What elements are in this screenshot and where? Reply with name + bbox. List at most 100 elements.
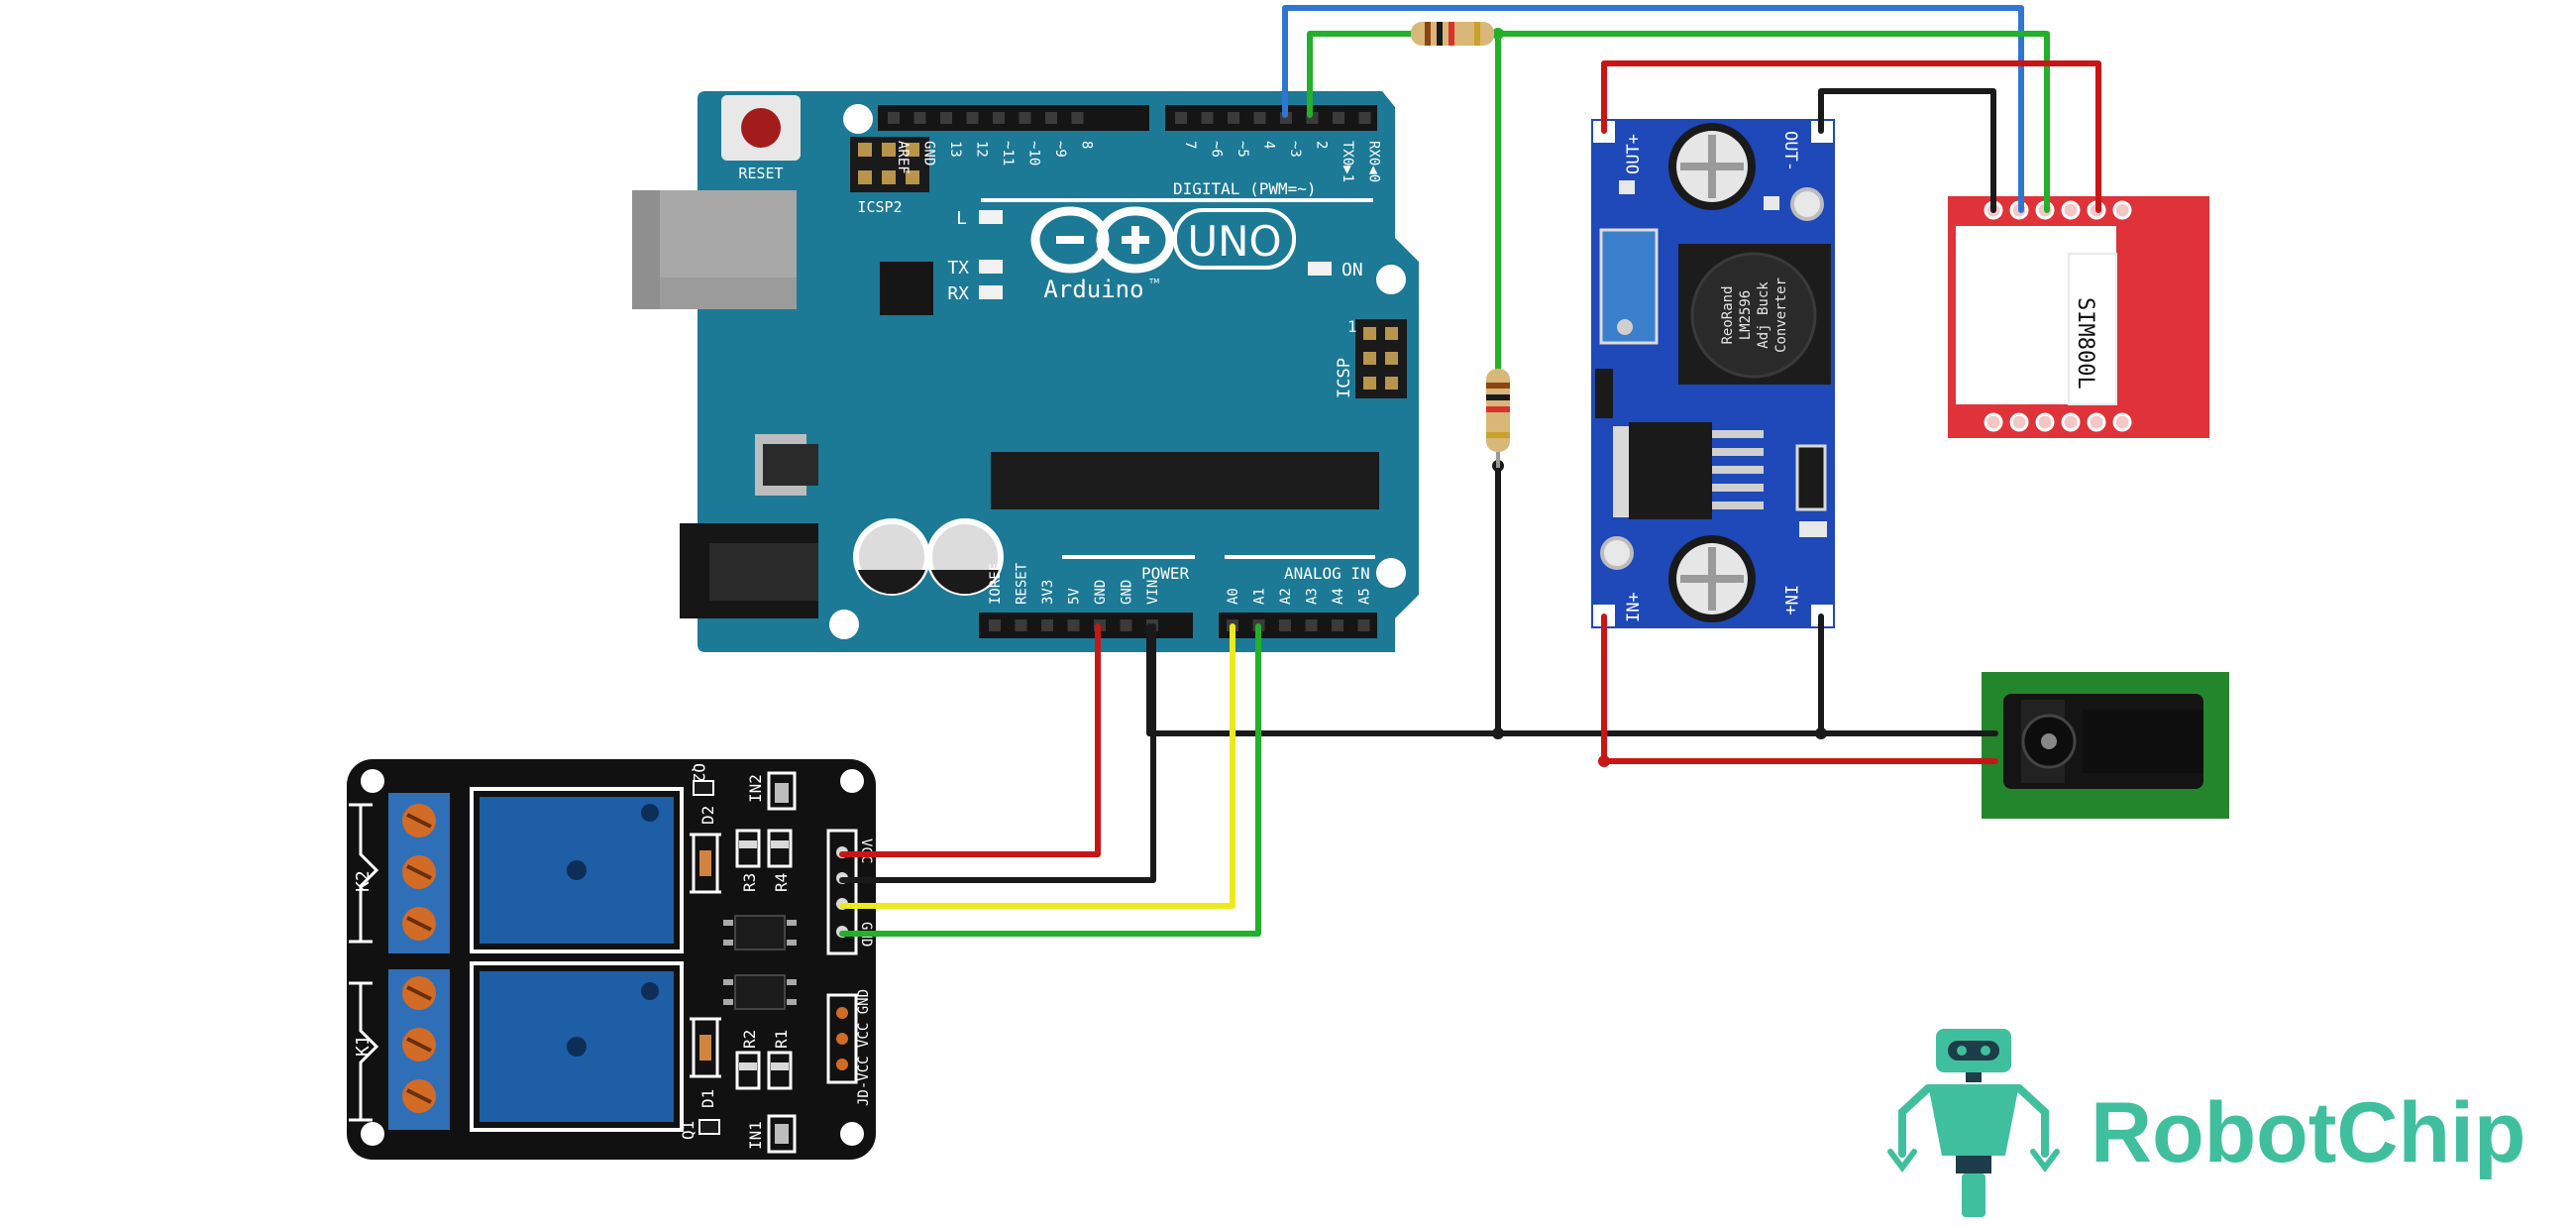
header-pin[interactable]	[966, 112, 979, 124]
svg-text:Converter: Converter	[1773, 278, 1789, 353]
sim800l-pin[interactable]	[2112, 412, 2132, 432]
resistor-vertical	[1486, 369, 1510, 452]
header-pin[interactable]	[1279, 619, 1291, 631]
header-pin[interactable]	[1045, 112, 1057, 124]
sim800l-pin[interactable]	[2112, 200, 2132, 220]
pin-label: A1	[1252, 588, 1268, 605]
wire-blue[interactable]	[1282, 5, 2024, 213]
wire-red-buck-in[interactable]	[1601, 614, 1998, 764]
optocoupler-1	[723, 915, 797, 950]
relay-mount-hole	[361, 1122, 384, 1146]
junction-dot	[1815, 727, 1827, 739]
header-pin[interactable]	[1175, 112, 1187, 124]
header-pin[interactable]	[940, 112, 952, 124]
inductor-coil	[1690, 252, 1817, 379]
screw-terminal-k2	[388, 793, 450, 953]
relay-d2-label: D2	[698, 806, 717, 825]
diode	[1795, 444, 1827, 511]
header-pin[interactable]	[989, 619, 1001, 631]
sim800l-pin[interactable]	[2061, 200, 2081, 220]
wire-red-relay-vcc[interactable]	[839, 623, 1101, 857]
header-pin[interactable]	[1357, 619, 1370, 631]
led-tx	[979, 260, 1003, 274]
led-rx-label: RX	[947, 283, 969, 304]
pin-label: GND	[1093, 580, 1109, 605]
inductor-label: ReoRand LM2596 Adj Buck Converter	[1720, 278, 1789, 353]
diode-d2	[699, 850, 711, 876]
arduino-pcb	[698, 91, 1419, 652]
wire-green-d2[interactable]	[1307, 31, 1414, 118]
relay-vcc-label: VCC	[858, 838, 874, 863]
resistor-r3	[735, 829, 761, 868]
relay-mount-hole	[840, 769, 864, 793]
pin-label: 2	[1314, 141, 1330, 149]
header-pin[interactable]	[888, 112, 900, 124]
buck-mount-hole	[1600, 536, 1634, 570]
header-pin[interactable]	[1067, 619, 1080, 631]
header-pin[interactable]	[1305, 619, 1318, 631]
lm2596-body	[1629, 422, 1712, 519]
header-pin[interactable]	[993, 112, 1005, 124]
pin-label: 13	[947, 141, 963, 158]
relay-module: K2 K1 D2 D1 Q2 Q1 IN2 IN1	[347, 759, 876, 1160]
relay-k2-dot	[641, 804, 659, 822]
junction-dot	[1492, 28, 1504, 40]
header-pin[interactable]	[1228, 112, 1239, 124]
buck-capacitor-bottom	[1668, 535, 1756, 622]
led-in2	[767, 771, 797, 811]
icsp-pin1-label: 1	[1347, 317, 1357, 336]
sim800l-pin[interactable]	[2087, 412, 2106, 432]
pin-label: RX0◀0	[1366, 141, 1382, 182]
icsp-header	[1355, 319, 1407, 398]
wire-red-buck-sim[interactable]	[1601, 60, 2101, 213]
digital-label: DIGITAL (PWM=~)	[1173, 179, 1317, 198]
wire-black-buck-sim[interactable]	[1818, 88, 1996, 213]
header-pin[interactable]	[1201, 112, 1214, 124]
pin-label: GND	[921, 141, 937, 166]
jack-barrel	[2083, 710, 2203, 773]
wire-black-ground-bus[interactable]	[1146, 623, 1998, 736]
analog-label: ANALOG IN	[1284, 564, 1370, 583]
sim800l-pin[interactable]	[2061, 412, 2081, 432]
relay-k1	[470, 961, 684, 1132]
relay-r3-label: R3	[740, 873, 759, 892]
relay-pcb	[347, 759, 876, 1160]
wire-green-sim[interactable]	[1491, 31, 2050, 213]
sim800l-pin[interactable]	[2035, 412, 2055, 432]
arduino-name: Arduino	[1043, 276, 1143, 303]
sim800l-pin[interactable]	[1984, 412, 2003, 432]
header-pin[interactable]	[1358, 112, 1371, 124]
header-pin[interactable]	[1253, 112, 1266, 124]
header-pin[interactable]	[1019, 112, 1031, 124]
led-tx-label: TX	[947, 258, 969, 279]
diode-d2-silk	[690, 833, 721, 894]
power-header	[979, 613, 1193, 638]
potentiometer-screw[interactable]	[1617, 319, 1633, 335]
header-pin[interactable]	[1071, 112, 1084, 124]
wire-yellow-relay-in[interactable]	[839, 623, 1235, 909]
top-header-pins	[888, 112, 1371, 124]
junction-dot	[1598, 755, 1610, 767]
pin-label: A4	[1331, 588, 1346, 605]
header-pin[interactable]	[1120, 619, 1132, 631]
wire-black-relay-gnd[interactable]	[839, 623, 1156, 883]
led-l	[979, 210, 1003, 224]
header-pin[interactable]	[1333, 112, 1344, 124]
diode-d1-silk	[690, 1017, 721, 1078]
relay-mount-hole	[361, 769, 384, 793]
wire-green-relay-in[interactable]	[839, 623, 1261, 937]
relay-silk-k1	[349, 981, 379, 1122]
screw-terminal-k1	[388, 969, 450, 1130]
header-pin[interactable]	[1332, 619, 1343, 631]
header-pin[interactable]	[1015, 619, 1027, 631]
usb-connector-shade	[660, 278, 797, 309]
header-pin[interactable]	[913, 112, 926, 124]
reset-label: RESET	[738, 165, 783, 182]
relay-mount-hole	[840, 1122, 864, 1146]
pin-label: VIN	[1145, 580, 1161, 605]
sim800l-pin[interactable]	[2009, 412, 2029, 432]
header-pin[interactable]	[1041, 619, 1053, 631]
relay-k2	[470, 787, 684, 953]
resistor-horizontal	[1411, 22, 1494, 46]
reset-button-cap[interactable]	[741, 108, 781, 148]
